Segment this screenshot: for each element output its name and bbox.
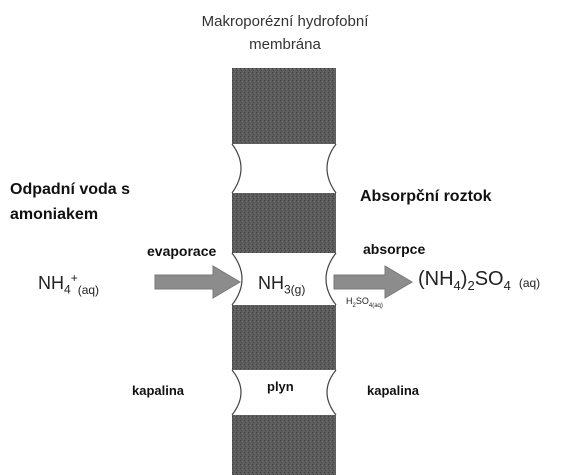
product-part3: SO [474, 268, 504, 290]
membrane-title-line1: Makroporézní hydrofobní [201, 13, 369, 30]
pore-2-right-wall [325, 252, 337, 306]
ammonium-sulfate-formula: (NH4)2SO4(aq) [418, 268, 540, 293]
membrane-title: Makroporézní hydrofobní membrána [150, 10, 420, 56]
product-part2: ) [460, 268, 468, 290]
absorption-label: absorpce [363, 241, 426, 257]
product-state: (aq) [518, 276, 541, 290]
acid-sub2: 4(aq) [368, 302, 383, 309]
product-sub1: 4 [453, 278, 461, 293]
pore-1-left-wall [231, 143, 242, 194]
ammonia-formula: NH3(g) [258, 273, 305, 297]
membrane-block-3 [232, 305, 336, 370]
pore-2-left-wall [231, 252, 243, 306]
ammonia-base: NH [258, 273, 284, 293]
waste-water-label-line1: Odpadní voda s [10, 181, 131, 198]
liquid-left-label: kapalina [132, 383, 185, 398]
absorption-solution-label: Absorpční roztok [360, 188, 492, 205]
gas-label: plyn [267, 379, 294, 394]
absorption-arrow [333, 265, 413, 299]
sulfuric-acid-formula: H2SO4(aq) [346, 296, 383, 309]
membrane-block-1 [232, 68, 336, 144]
liquid-right-label: kapalina [367, 383, 420, 398]
membrane-title-line2: membrána [249, 36, 321, 53]
ammonium-state: (aq) [77, 283, 100, 297]
membrane-block-2 [232, 193, 336, 253]
pore-3-left-wall [231, 369, 242, 416]
pore-1-right-wall [326, 143, 337, 194]
ammonium-subscript: 4 [64, 282, 71, 297]
evaporation-label: evaporace [147, 243, 217, 259]
ammonium-formula: NH4+(aq) [38, 271, 99, 297]
product-sub2: 2 [467, 278, 475, 293]
waste-water-label: Odpadní voda s amoniakem [10, 177, 200, 227]
acid-sub1: 2 [352, 302, 356, 309]
pore-3-right-wall [326, 369, 337, 416]
product-sub3: 4 [503, 278, 511, 293]
ammonium-charge: + [70, 271, 78, 285]
waste-water-label-line2: amoniakem [10, 206, 99, 223]
ammonia-subscript: 3(g) [284, 282, 306, 297]
acid-part1: H [346, 296, 353, 306]
ammonium-base: NH [38, 273, 64, 293]
acid-part2: SO [355, 296, 369, 306]
evaporation-arrow [154, 265, 241, 299]
product-part1: (NH [418, 268, 454, 290]
membrane-block-4 [232, 415, 336, 475]
